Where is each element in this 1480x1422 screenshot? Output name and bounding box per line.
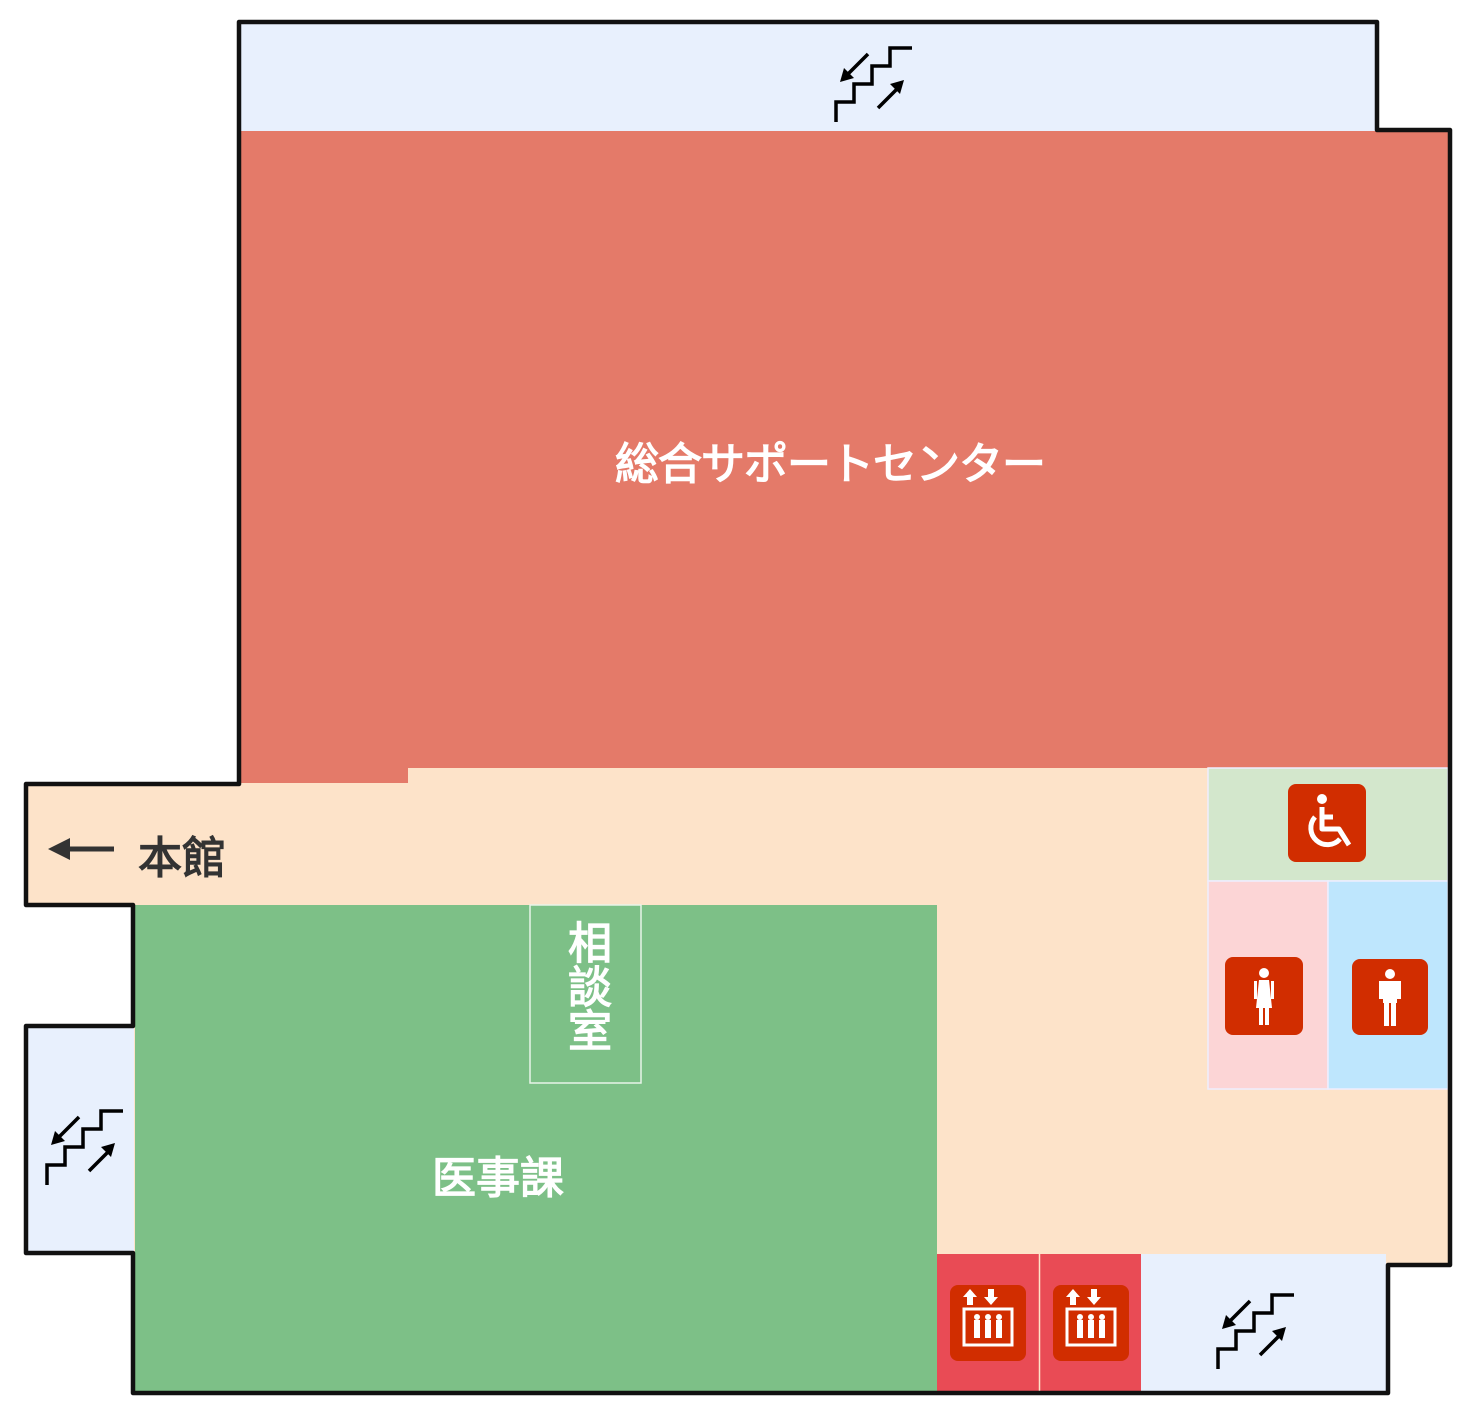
stairs-area-top bbox=[241, 24, 1375, 131]
consultation-room-label: 相談室 bbox=[560, 920, 611, 1052]
accessible-toilet-icon bbox=[1288, 784, 1366, 862]
stairs-area-bottom bbox=[1141, 1254, 1386, 1391]
elevator-icon bbox=[1051, 1283, 1131, 1363]
main-building-label[interactable]: 本館 bbox=[138, 833, 226, 884]
consultation-room[interactable] bbox=[529, 904, 642, 1084]
building-outline bbox=[23, 19, 1453, 1396]
medical-affairs-label: 医事課 bbox=[432, 1153, 564, 1204]
support-center-room[interactable] bbox=[241, 131, 1448, 783]
support-center-label: 総合サポートセンター bbox=[615, 439, 1046, 490]
left-arrow-icon bbox=[48, 838, 114, 860]
mens-toilet-icon bbox=[1352, 959, 1428, 1035]
stairs-area-left bbox=[28, 1028, 134, 1251]
elevator-icon bbox=[948, 1283, 1028, 1363]
womens-toilet-icon bbox=[1225, 957, 1303, 1035]
